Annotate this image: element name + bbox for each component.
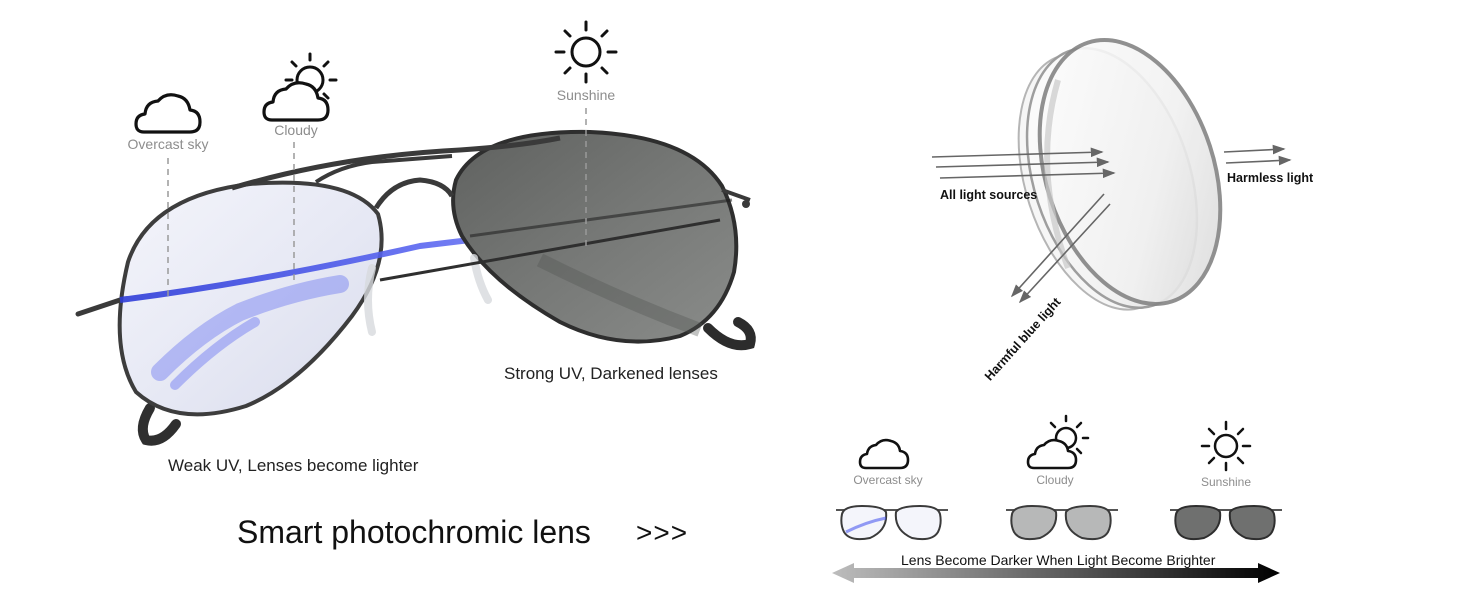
cloud-icon — [134, 93, 202, 134]
comparison-label-cloudy: Cloudy — [1036, 473, 1074, 487]
sun-behind-cloud-icon — [262, 52, 338, 122]
sun-icon — [1200, 420, 1252, 472]
label-cloudy: Cloudy — [274, 122, 318, 138]
nose-pad-left — [364, 264, 376, 336]
caption-light-lenses: Weak UV, Lenses become lighter — [168, 456, 419, 475]
label-overcast-sky: Overcast sky — [127, 136, 209, 152]
glasses-medium-small — [1006, 504, 1118, 541]
right-temple-arm — [721, 188, 751, 202]
label-sunshine: Sunshine — [556, 87, 616, 103]
darkness-scale-arrow — [832, 563, 1280, 583]
caption-dark-lenses: Strong UV, Darkened lenses — [504, 364, 718, 383]
glasses-light-small — [836, 504, 948, 541]
sun-behind-cloud-icon — [1026, 414, 1090, 470]
nose-bridge — [373, 177, 455, 210]
headline-title: Smart photochromic lens — [237, 514, 591, 550]
left-temple-tip — [75, 297, 123, 317]
scale-caption: Lens Become Darker When Light Become Bri… — [901, 552, 1216, 568]
label-all-light-sources: All light sources — [940, 188, 1038, 202]
cloud-icon — [858, 438, 910, 470]
headline-arrow: >>> — [636, 517, 689, 548]
label-harmless-light: Harmless light — [1227, 171, 1314, 185]
glasses-dark-small — [1170, 504, 1282, 541]
comparison-glasses — [836, 504, 1282, 541]
top-bridge-bar — [231, 135, 561, 191]
right-lens-dark — [451, 129, 739, 344]
comparison-label-overcast: Overcast sky — [853, 473, 923, 487]
sun-icon — [554, 20, 618, 84]
comparison-label-sunshine: Sunshine — [1200, 475, 1252, 489]
right-temple-tip — [703, 317, 756, 351]
lens-light-diagram — [931, 38, 1292, 311]
main-glasses-illustration — [75, 20, 756, 446]
comparison-icons — [858, 414, 1252, 472]
left-temple-foot — [137, 403, 181, 446]
blue-temple-reflection — [119, 207, 721, 303]
